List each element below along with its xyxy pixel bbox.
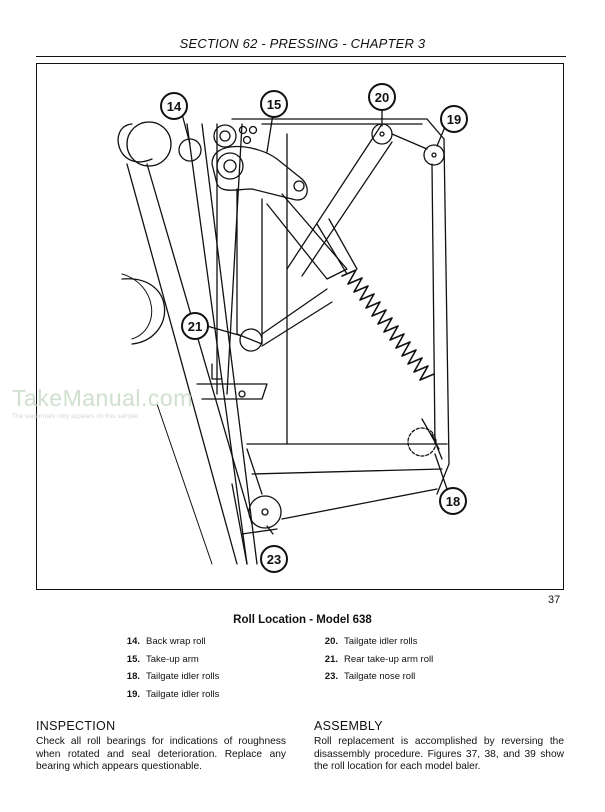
legend-item: 15. Take-up arm bbox=[122, 651, 219, 669]
callout-15: 15 bbox=[260, 90, 288, 118]
arm-link bbox=[266, 193, 348, 280]
legend-label: Tailgate idler rolls bbox=[146, 688, 220, 700]
assembly-heading: ASSEMBLY bbox=[314, 719, 383, 733]
legend-item: 18. Tailgate idler rolls bbox=[122, 668, 220, 686]
legend-number: 19. bbox=[126, 688, 140, 700]
bolt-b bbox=[248, 125, 258, 135]
legend-item: 21. Rear take-up arm roll bbox=[320, 651, 433, 669]
leader-23 bbox=[266, 525, 274, 535]
belt-line-left-outer bbox=[126, 163, 238, 565]
page-header: SECTION 62 - PRESSING - CHAPTER 3 bbox=[179, 36, 426, 51]
idler-roll-19 bbox=[423, 144, 445, 166]
bolt-c bbox=[242, 135, 252, 145]
rear-take-up-arm-roll-21 bbox=[239, 328, 263, 352]
bolt-a bbox=[238, 125, 248, 135]
figure-caption: Roll Location - Model 638 bbox=[233, 614, 372, 626]
inspection-heading: INSPECTION bbox=[36, 719, 116, 733]
svg-text:20: 20 bbox=[375, 90, 389, 105]
tailgate-left-to-23 bbox=[246, 448, 263, 495]
lower-rail-left bbox=[231, 483, 278, 565]
legend-label: Tailgate idler rolls bbox=[344, 636, 418, 647]
take-up-arm bbox=[211, 145, 308, 201]
callout-23: 23 bbox=[260, 545, 288, 573]
frame-bracket bbox=[196, 383, 268, 400]
legend-right: 20. Tailgate idler rolls 21. Rear take-u… bbox=[320, 633, 433, 686]
figure-number: 37 bbox=[548, 594, 561, 606]
legend-label: Tailgate nose roll bbox=[344, 671, 416, 682]
idler-roll-20-center bbox=[379, 131, 385, 137]
left-frame-segment bbox=[216, 123, 243, 395]
svg-text:19: 19 bbox=[447, 112, 461, 127]
arm-21-link bbox=[261, 288, 333, 347]
inspection-body: Check all roll bearings for indications … bbox=[36, 736, 286, 773]
legend-number: 23. bbox=[324, 671, 338, 682]
roll-18-link bbox=[431, 433, 443, 460]
legend-label: Tailgate idler rolls bbox=[146, 671, 220, 682]
legend-label: Take-up arm bbox=[146, 653, 199, 665]
legend-label: Back wrap roll bbox=[146, 636, 206, 647]
tailgate-nose-roll-23 bbox=[248, 495, 282, 529]
take-up-hub-outer bbox=[213, 124, 237, 148]
callout-21: 21 bbox=[181, 312, 209, 340]
roll-location-diagram: 14 15 20 19 21 18 23 bbox=[117, 83, 468, 573]
leader-18 bbox=[434, 453, 448, 490]
legend-number: 21. bbox=[324, 653, 338, 665]
callout-19: 19 bbox=[440, 105, 468, 133]
legend-number: 15. bbox=[126, 653, 140, 665]
tailgate-line-20-19 bbox=[391, 133, 428, 150]
legend-item: 20. Tailgate idler rolls bbox=[320, 633, 433, 651]
roll-23-center bbox=[261, 508, 269, 516]
callout-14: 14 bbox=[160, 92, 188, 120]
legend-item: 19. Tailgate idler rolls bbox=[122, 686, 220, 704]
tailgate-bottom-edge bbox=[281, 488, 438, 520]
tailgate-idler-roll-18 bbox=[407, 427, 437, 457]
back-wrap-roll-large bbox=[126, 121, 172, 167]
legend-number: 20. bbox=[324, 636, 338, 647]
legend-number: 14. bbox=[126, 636, 140, 647]
frame-lower-bracket bbox=[211, 363, 223, 380]
legend-item: 14. Back wrap roll bbox=[122, 633, 219, 651]
svg-text:21: 21 bbox=[188, 319, 202, 334]
bracket-bolt bbox=[238, 390, 246, 398]
spring-coil bbox=[341, 269, 435, 381]
svg-text:23: 23 bbox=[267, 552, 281, 567]
spring-rod-top-b bbox=[328, 218, 358, 270]
tailgate-right-edge bbox=[436, 138, 450, 495]
assembly-body: Roll replacement is accomplished by reve… bbox=[314, 736, 564, 773]
arm-vertical-bar bbox=[236, 188, 263, 345]
take-up-arm-hub bbox=[216, 152, 244, 180]
legend-left: 14. Back wrap roll 15. Take-up arm 18. T… bbox=[122, 633, 220, 704]
leader-21 bbox=[206, 325, 243, 337]
leader-14 bbox=[181, 113, 191, 145]
take-up-arm-hub-inner bbox=[223, 159, 237, 173]
header-rule bbox=[36, 56, 566, 57]
belt-line-left-inner bbox=[146, 163, 253, 525]
take-up-hub-inner bbox=[219, 130, 231, 142]
svg-text:15: 15 bbox=[267, 97, 281, 112]
figure-frame: 14 15 20 19 21 18 23 bbox=[36, 63, 564, 590]
back-wrap-roll bbox=[178, 138, 202, 162]
inspection-section: INSPECTION Check all roll bearings for i… bbox=[36, 719, 286, 774]
svg-text:18: 18 bbox=[446, 494, 460, 509]
upper-arm-to-20-b bbox=[301, 141, 393, 277]
leader-15 bbox=[266, 113, 274, 153]
belt-arc-middle bbox=[121, 278, 166, 345]
callout-20: 20 bbox=[368, 83, 396, 111]
top-frame-rail bbox=[231, 118, 445, 140]
left-lower-arc bbox=[121, 273, 153, 340]
lower-sweep bbox=[156, 403, 213, 565]
legend-item: 23. Tailgate nose roll bbox=[320, 668, 433, 686]
idler-roll-19-center bbox=[431, 152, 437, 158]
callout-18: 18 bbox=[439, 487, 467, 515]
belt-arc-upper bbox=[117, 123, 153, 163]
svg-text:14: 14 bbox=[167, 99, 182, 114]
spring-rod-top bbox=[316, 223, 348, 275]
legend-number: 18. bbox=[126, 671, 140, 682]
lower-frame-mid bbox=[251, 468, 443, 475]
tailgate-right-inner bbox=[431, 163, 436, 445]
legend-label: Rear take-up arm roll bbox=[344, 653, 434, 665]
upper-arm-to-20 bbox=[286, 123, 383, 270]
arm-pivot bbox=[293, 180, 305, 192]
assembly-section: ASSEMBLY Roll replacement is accomplishe… bbox=[314, 719, 564, 774]
